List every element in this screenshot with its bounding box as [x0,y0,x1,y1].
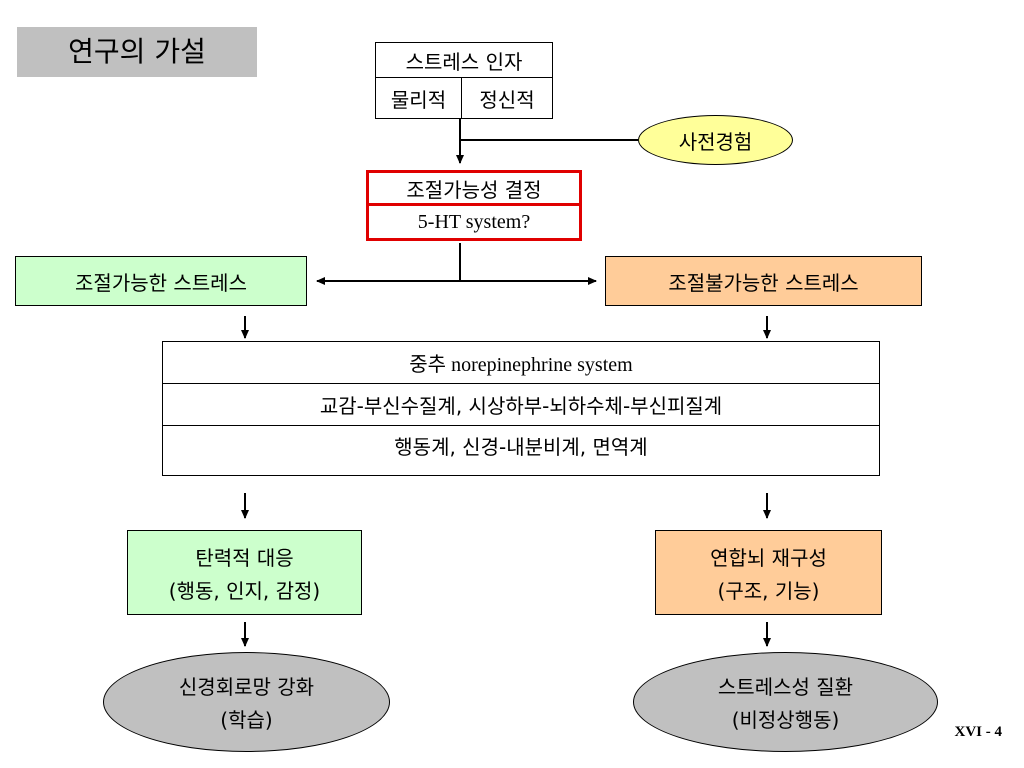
controllable-stress-label: 조절가능한 스트레스 [75,270,247,295]
stressor-mental: 정신적 [479,87,535,112]
neural-network-detail: (학습) [220,708,273,732]
stress-disease-detail: (비정상행동) [731,708,840,732]
systems-row-norepinephrine: 중추 norepinephrine system [163,342,879,384]
ht-system-label: 5-HT system? [417,210,531,233]
neural-network-ellipse: 신경회로망 강화 (학습) [103,652,390,752]
page-number: XVI - 4 [954,724,1003,740]
prior-experience-label: 사전경험 [678,129,753,154]
slide-title: 연구의 가설 [17,27,257,77]
brain-restructure-detail: (구조, 기능) [717,578,820,603]
ht-system-box: 5-HT system? [366,203,582,241]
controllable-stress-box: 조절가능한 스트레스 [15,256,307,306]
systems-box: 중추 norepinephrine system 교감-부신수질계, 시상하부-… [162,341,880,476]
stressor-header: 스트레스 인자 [376,43,552,78]
resilient-response-detail: (행동, 인지, 감정) [168,578,321,603]
brain-restructure-title: 연합뇌 재구성 [710,545,827,570]
resilient-response-title: 탄력적 대응 [195,545,294,570]
stress-disease-title: 스트레스성 질환 [717,675,854,699]
prior-experience-ellipse: 사전경험 [638,115,793,165]
brain-restructure-box: 연합뇌 재구성 (구조, 기능) [655,530,882,615]
stressor-physical: 물리적 [376,78,462,118]
uncontrollable-stress-label: 조절불가능한 스트레스 [668,270,859,295]
systems-row-axes: 교감-부신수질계, 시상하부-뇌하수체-부신피질계 [163,384,879,426]
neural-network-title: 신경회로망 강화 [178,675,315,699]
stressor-table: 스트레스 인자 물리적 정신적 [375,42,553,119]
uncontrollable-stress-box: 조절불가능한 스트레스 [605,256,922,306]
stress-disease-ellipse: 스트레스성 질환 (비정상행동) [633,652,938,752]
systems-row-behavior: 행동계, 신경-내분비계, 면역계 [394,434,648,459]
resilient-response-box: 탄력적 대응 (행동, 인지, 감정) [127,530,362,615]
control-decision-label: 조절가능성 결정 [406,177,542,202]
control-decision-box: 조절가능성 결정 [366,170,582,206]
